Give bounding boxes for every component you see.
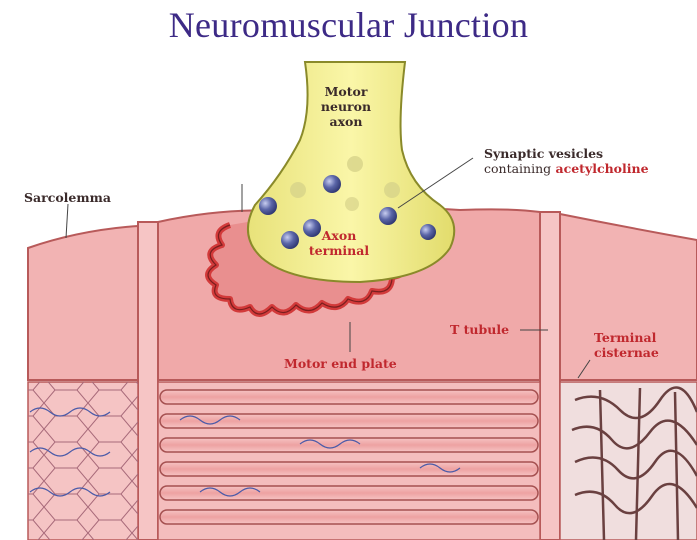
t-tubule-column xyxy=(540,212,560,540)
label-t-tubule: T tubule xyxy=(450,322,509,337)
label-line: Motor xyxy=(310,84,382,99)
label-axon-terminal: Axon terminal xyxy=(300,228,378,258)
label-line: containing acetylcholine xyxy=(484,161,649,176)
label-acetylcholine: acetylcholine xyxy=(556,161,649,176)
label-line: Axon xyxy=(300,228,378,243)
label-line: Synaptic vesicles xyxy=(484,146,649,161)
label-line: Terminal xyxy=(594,330,659,345)
label-line: axon xyxy=(310,114,382,129)
label-sarcolemma: Sarcolemma xyxy=(24,190,111,205)
t-tubule-column xyxy=(138,222,158,540)
diagram-title: Neuromuscular Junction xyxy=(0,4,697,46)
sarcoplasmic-reticulum-mesh xyxy=(28,382,138,540)
label-text: containing xyxy=(484,161,551,176)
label-synaptic-vesicles: Synaptic vesicles containing acetylcholi… xyxy=(484,146,649,176)
label-terminal-cisternae: Terminal cisternae xyxy=(594,330,659,360)
label-motor-neuron-axon: Motor neuron axon xyxy=(310,84,382,129)
muscle-fiber-surface xyxy=(28,226,138,380)
label-line: neuron xyxy=(310,99,382,114)
label-line: terminal xyxy=(300,243,378,258)
label-motor-end-plate: Motor end plate xyxy=(284,356,397,371)
label-line: cisternae xyxy=(594,345,659,360)
